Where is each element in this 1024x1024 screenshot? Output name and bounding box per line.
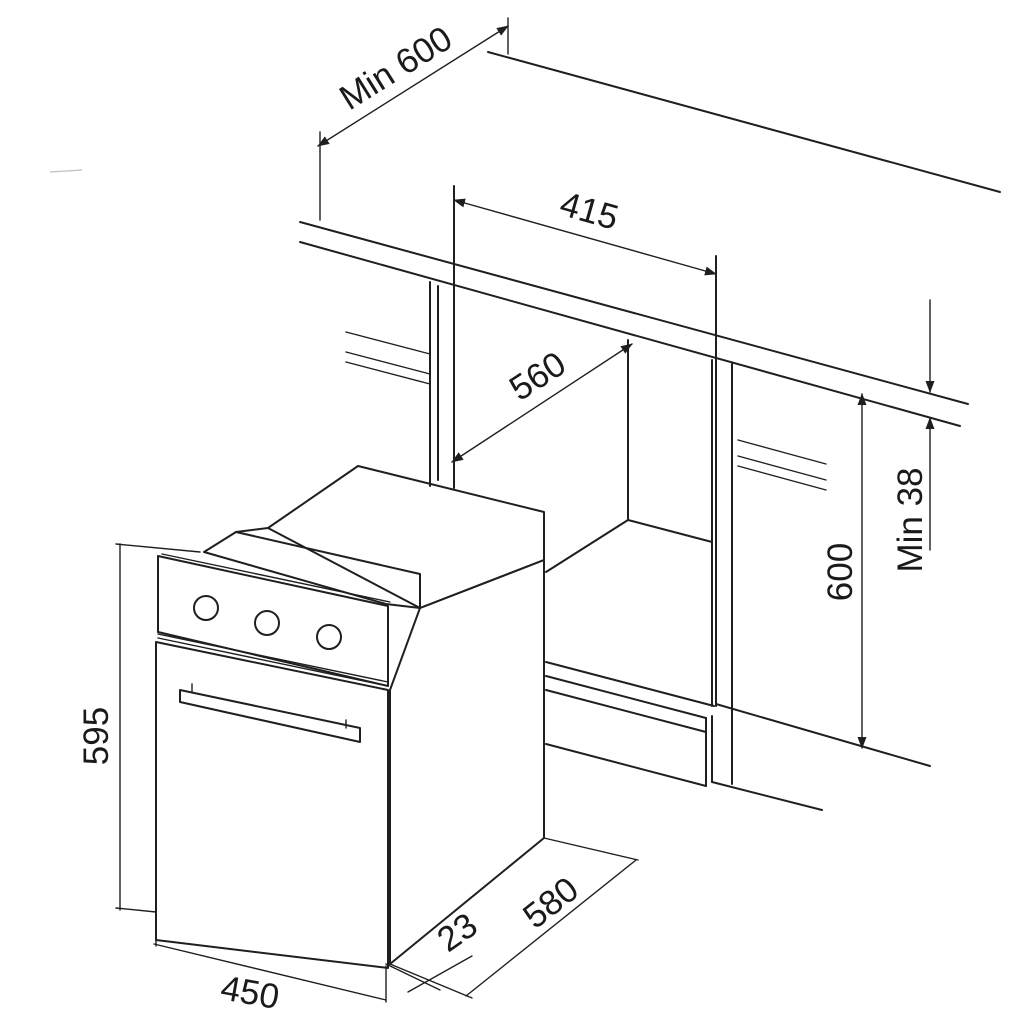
right-shelf-line-1 [737,439,827,465]
opening-floor-back [627,519,713,543]
right-shelf-line-3 [737,465,827,491]
dimension-min-38: Min 38 [891,299,935,573]
label-450: 450 [218,968,282,1017]
dimension-560: 560 [451,343,633,463]
plinth-top-2 [545,675,707,719]
label-415: 415 [556,184,623,238]
cabinet [299,51,1001,811]
right-shelf-line-2 [737,455,827,481]
label-23: 23 [430,905,484,959]
door-top-gap-2 [157,637,389,687]
label-595: 595 [77,707,116,765]
oven-right-side [389,559,545,965]
dimension-415: 415 [453,184,717,276]
plinth-top [545,661,715,707]
dimension-min-600: Min 600 [317,17,509,221]
oven-top-edge [235,527,269,533]
plinth-bottom [545,743,707,787]
dimension-450: 450 [153,939,387,1017]
worktop-front-upper [299,221,969,405]
oven-top-rear [267,465,545,609]
worktop-front-lower [299,241,961,427]
scan-mark [49,169,83,173]
label-min-38: Min 38 [891,467,930,572]
knob-2[interactable] [254,610,280,636]
left-shelf-line-1 [345,331,431,355]
knob-1[interactable] [193,595,219,621]
oven [155,465,545,969]
dimension-600: 600 [821,393,867,749]
door-handle[interactable] [179,683,361,743]
floor-line-right [715,703,931,767]
dimension-595: 595 [77,543,201,913]
label-580: 580 [516,870,586,937]
opening-floor-left [545,519,629,573]
plinth-mid [545,689,707,733]
label-600: 600 [821,543,860,601]
left-shelf-line-2 [345,351,431,375]
knob-3[interactable] [316,624,342,650]
left-shelf-line-3 [345,361,431,385]
floor-line-front [711,781,823,811]
control-panel-rim [161,553,391,603]
oven-door [155,641,389,969]
door-top-gap [157,633,389,683]
label-560: 560 [503,344,573,409]
dimension-23: 23 [385,905,485,993]
wall-top-line [487,51,1001,193]
